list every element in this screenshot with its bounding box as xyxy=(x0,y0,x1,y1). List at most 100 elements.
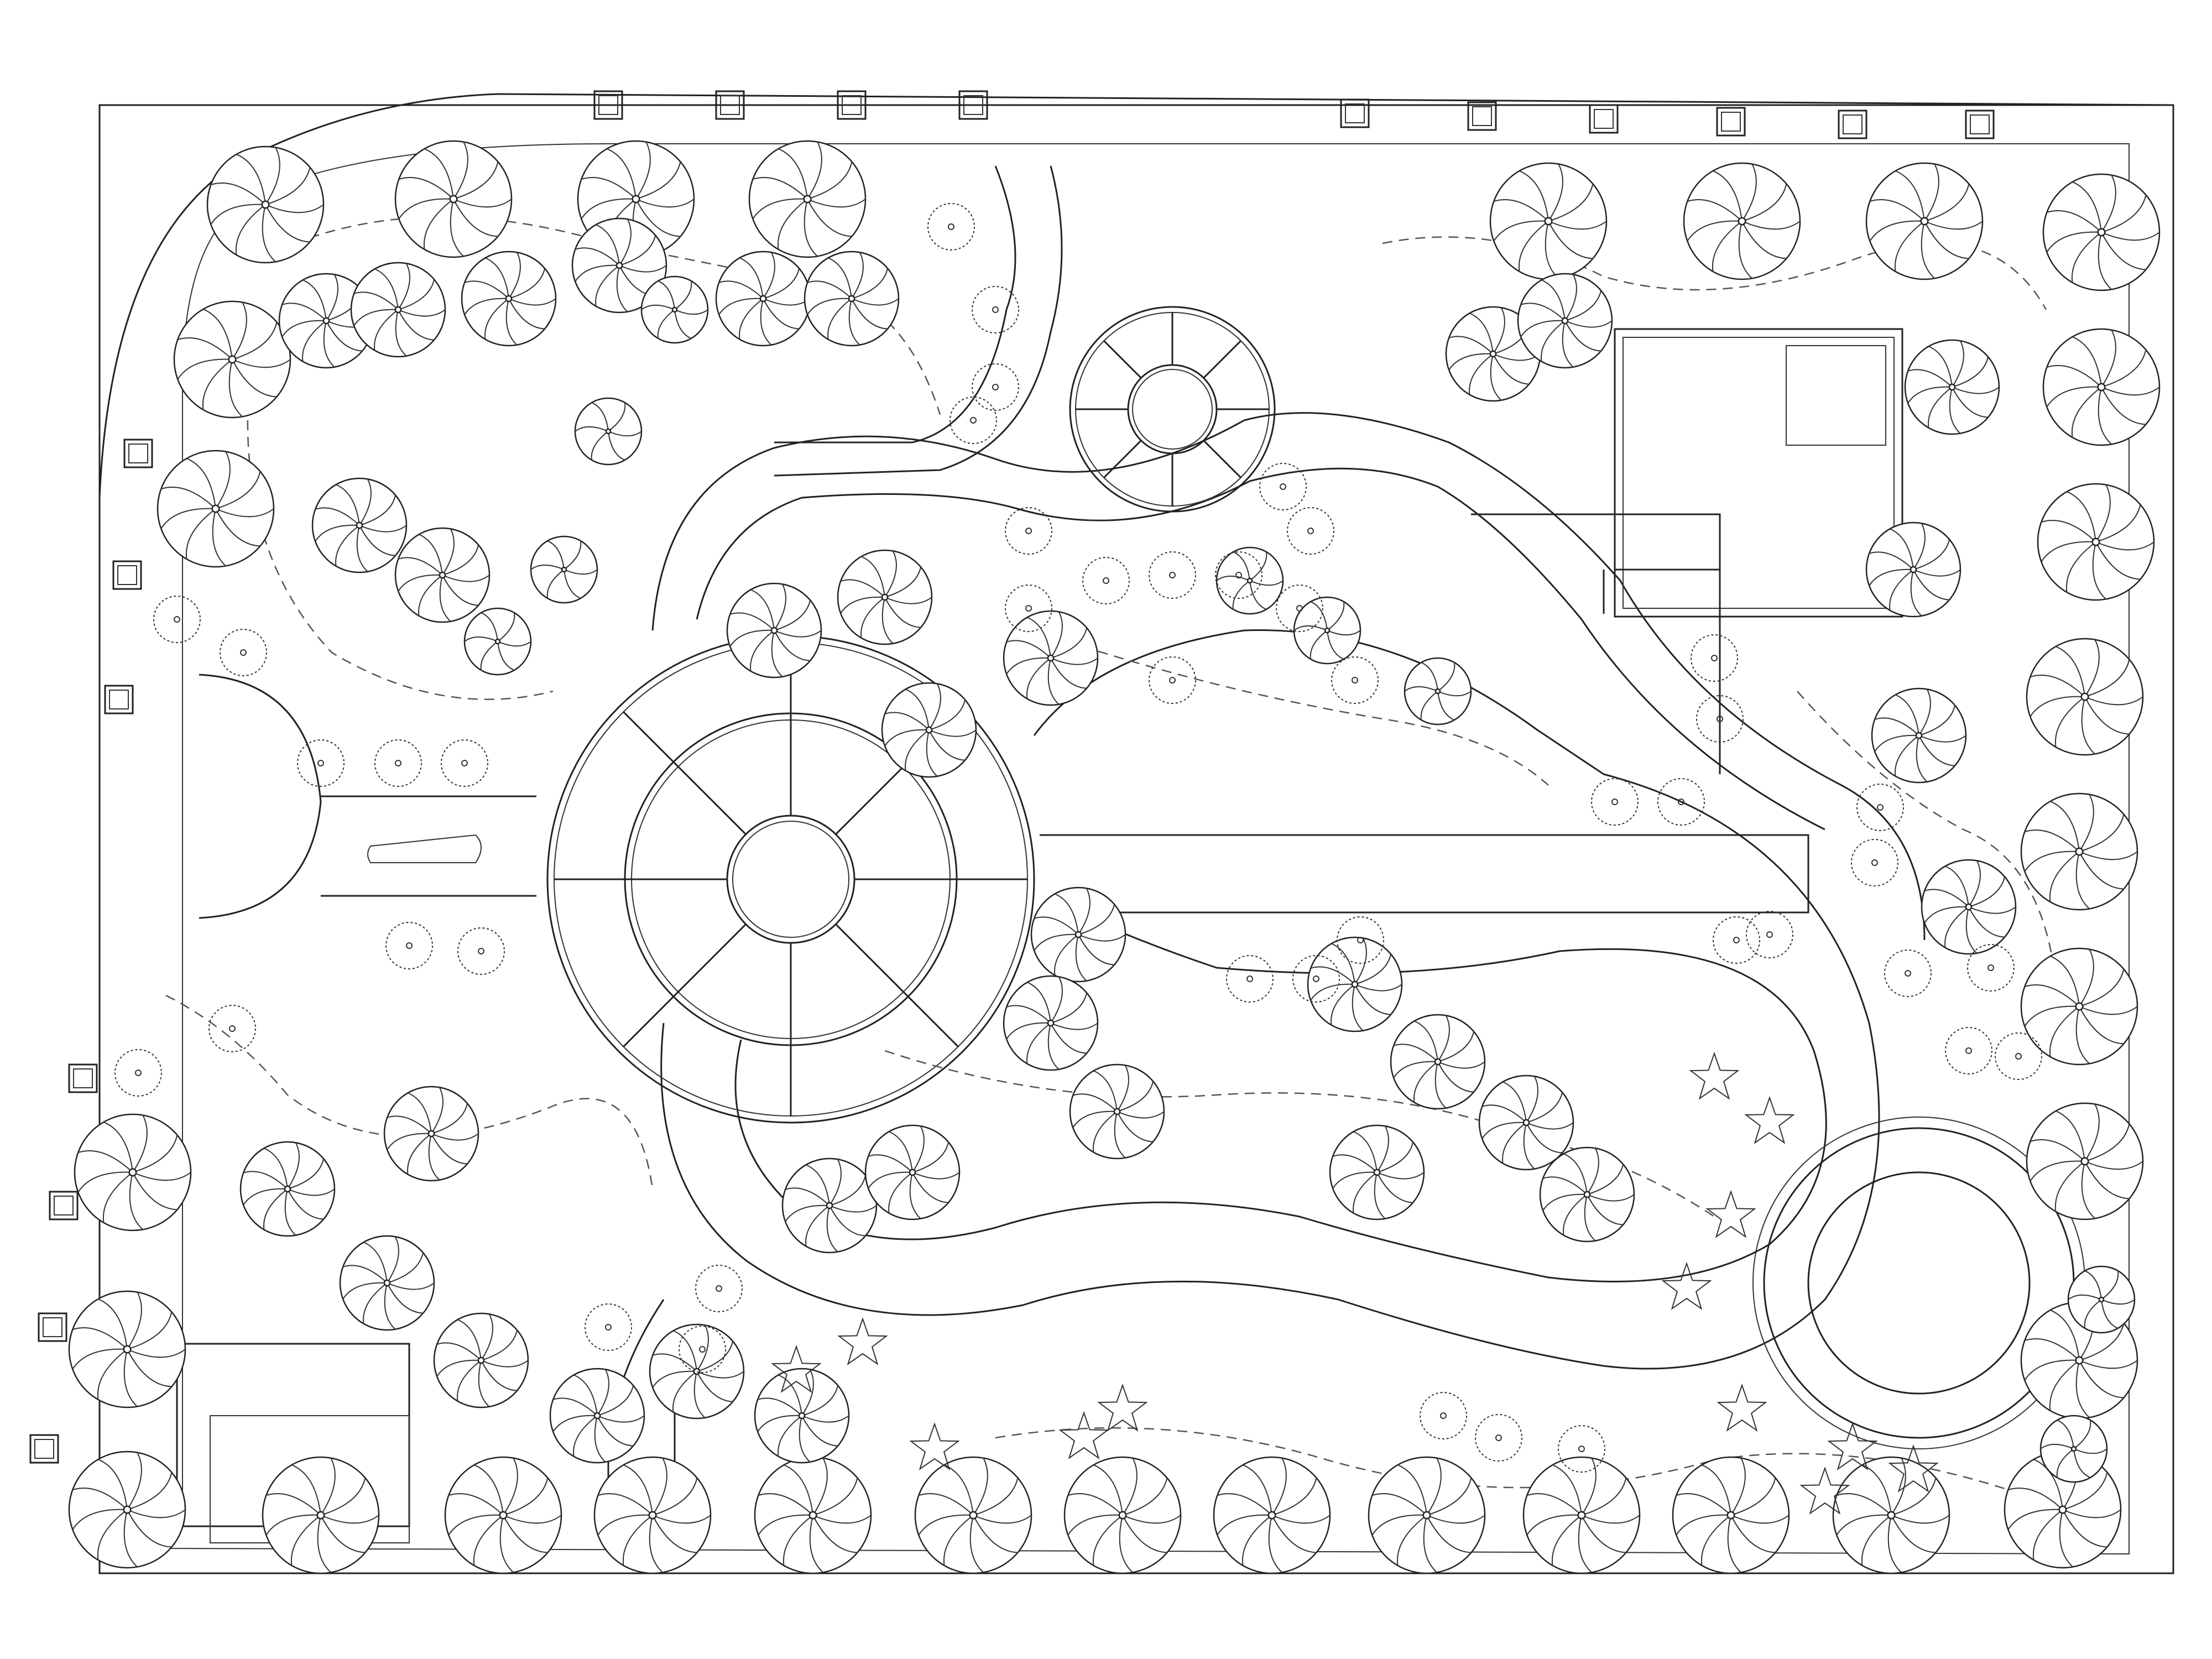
shrub-icon xyxy=(1337,916,1384,964)
shrub-icon xyxy=(208,1005,256,1052)
shrub-center-icon xyxy=(1733,937,1740,943)
court-ring xyxy=(1069,306,1276,513)
palm-tree-icon xyxy=(574,397,643,466)
shrub-icon xyxy=(1884,950,1932,997)
bollard-square-icon xyxy=(123,439,153,468)
star-shrub-icon xyxy=(1888,1444,1939,1493)
large-canopy-tree-icon xyxy=(748,140,867,258)
large-canopy-tree-icon xyxy=(262,1456,380,1574)
court-spoke xyxy=(1203,440,1241,478)
star-shrub-icon xyxy=(1661,1261,1712,1310)
bollard-inner-icon xyxy=(1594,109,1614,129)
bollard-square-icon xyxy=(29,1434,59,1464)
deciduous-tree-icon xyxy=(339,1235,435,1331)
large-canopy-tree-icon xyxy=(1683,162,1801,280)
shrub-icon xyxy=(1691,634,1738,682)
palm-tree-icon xyxy=(530,535,598,604)
shrub-icon xyxy=(1945,1027,1992,1074)
shrub-icon xyxy=(1746,911,1793,958)
deciduous-tree-icon xyxy=(350,262,446,358)
shrub-center-icon xyxy=(1025,605,1032,612)
deciduous-tree-icon xyxy=(726,582,822,679)
shrub-center-icon xyxy=(240,649,247,656)
bollard-square-icon xyxy=(837,90,867,120)
shrub-icon xyxy=(1475,1414,1522,1462)
bollard-square-icon xyxy=(38,1312,67,1342)
star-shrub-icon xyxy=(1744,1095,1795,1144)
shrub-icon xyxy=(1276,585,1323,632)
shrub-icon xyxy=(297,739,345,787)
deciduous-tree-icon xyxy=(1904,339,2000,435)
deciduous-tree-icon xyxy=(311,477,408,573)
shrub-icon xyxy=(1292,955,1340,1003)
shrub-center-icon xyxy=(461,760,468,766)
shrub-icon xyxy=(1558,1425,1605,1473)
shrub-icon xyxy=(1226,955,1274,1003)
bollard-inner-icon xyxy=(963,95,983,115)
shrub-icon xyxy=(441,739,488,787)
shrub-center-icon xyxy=(2015,1053,2022,1060)
shrub-icon xyxy=(374,739,422,787)
star-shrub-icon xyxy=(1058,1411,1109,1459)
north-round-court xyxy=(1069,306,1276,513)
large-canopy-tree-icon xyxy=(1063,1456,1182,1574)
shrub-icon xyxy=(1149,656,1196,704)
large-canopy-tree-icon xyxy=(444,1456,562,1574)
deciduous-tree-icon xyxy=(1307,936,1403,1032)
court-spoke xyxy=(1203,340,1241,379)
shrub-icon xyxy=(457,927,505,975)
star-shrub-icon xyxy=(1827,1422,1878,1470)
shrub-icon xyxy=(1696,695,1744,743)
shrub-center-icon xyxy=(1711,655,1718,661)
large-canopy-tree-icon xyxy=(68,1290,186,1408)
shrub-icon xyxy=(695,1265,743,1312)
deciduous-tree-icon xyxy=(781,1157,878,1254)
bollard-square-icon xyxy=(1716,107,1746,137)
shrub-center-icon xyxy=(992,384,999,390)
deciduous-tree-icon xyxy=(1069,1063,1165,1160)
shrub-icon xyxy=(585,1303,632,1351)
shrub-center-icon xyxy=(1766,931,1773,938)
shrub-center-icon xyxy=(699,1346,706,1353)
deciduous-tree-icon xyxy=(1921,859,2017,955)
court-spoke xyxy=(1103,340,1142,379)
palm-tree-icon xyxy=(1293,596,1361,665)
deciduous-tree-icon xyxy=(1871,687,1967,784)
court-ring xyxy=(1127,364,1218,455)
bollard-square-icon xyxy=(1965,109,1995,139)
central-circular-plaza xyxy=(546,635,1035,1124)
shrub-center-icon xyxy=(174,616,180,623)
bollard-inner-icon xyxy=(1472,106,1492,126)
shrub-center-icon xyxy=(1296,605,1303,612)
large-canopy-tree-icon xyxy=(2042,173,2161,291)
shrub-center-icon xyxy=(1169,572,1176,578)
shrub-icon xyxy=(950,397,997,444)
deciduous-tree-icon xyxy=(1003,610,1099,706)
shrub-icon xyxy=(1713,916,1760,964)
palm-tree-icon xyxy=(2039,1415,2108,1483)
shrub-icon xyxy=(1005,507,1052,555)
deciduous-tree-icon xyxy=(881,682,977,778)
shrub-center-icon xyxy=(1169,677,1176,684)
tree-canopies xyxy=(68,140,2161,1574)
star-shrub-icon xyxy=(1689,1051,1740,1100)
bollard-square-icon xyxy=(68,1063,98,1093)
bollard-square-icon xyxy=(112,560,142,590)
shrub-center-icon xyxy=(406,942,413,949)
bollard-inner-icon xyxy=(598,95,618,115)
large-canopy-tree-icon xyxy=(1865,162,1984,280)
deciduous-tree-icon xyxy=(649,1323,745,1420)
shrub-icon xyxy=(1967,944,2015,992)
deciduous-tree-icon xyxy=(461,251,557,347)
plaza-spoke xyxy=(623,924,747,1047)
shrub-center-icon xyxy=(1611,799,1618,805)
bollard-inner-icon xyxy=(73,1068,93,1088)
shrub-center-icon xyxy=(1246,975,1253,982)
bollard-square-icon xyxy=(1467,101,1497,131)
deciduous-tree-icon xyxy=(239,1141,336,1237)
palm-tree-icon xyxy=(463,607,532,676)
shrub-center-icon xyxy=(1578,1446,1585,1452)
shrub-icon xyxy=(1851,839,1898,886)
shrub-center-icon xyxy=(1495,1434,1502,1441)
shrub-center-icon xyxy=(1877,804,1884,811)
